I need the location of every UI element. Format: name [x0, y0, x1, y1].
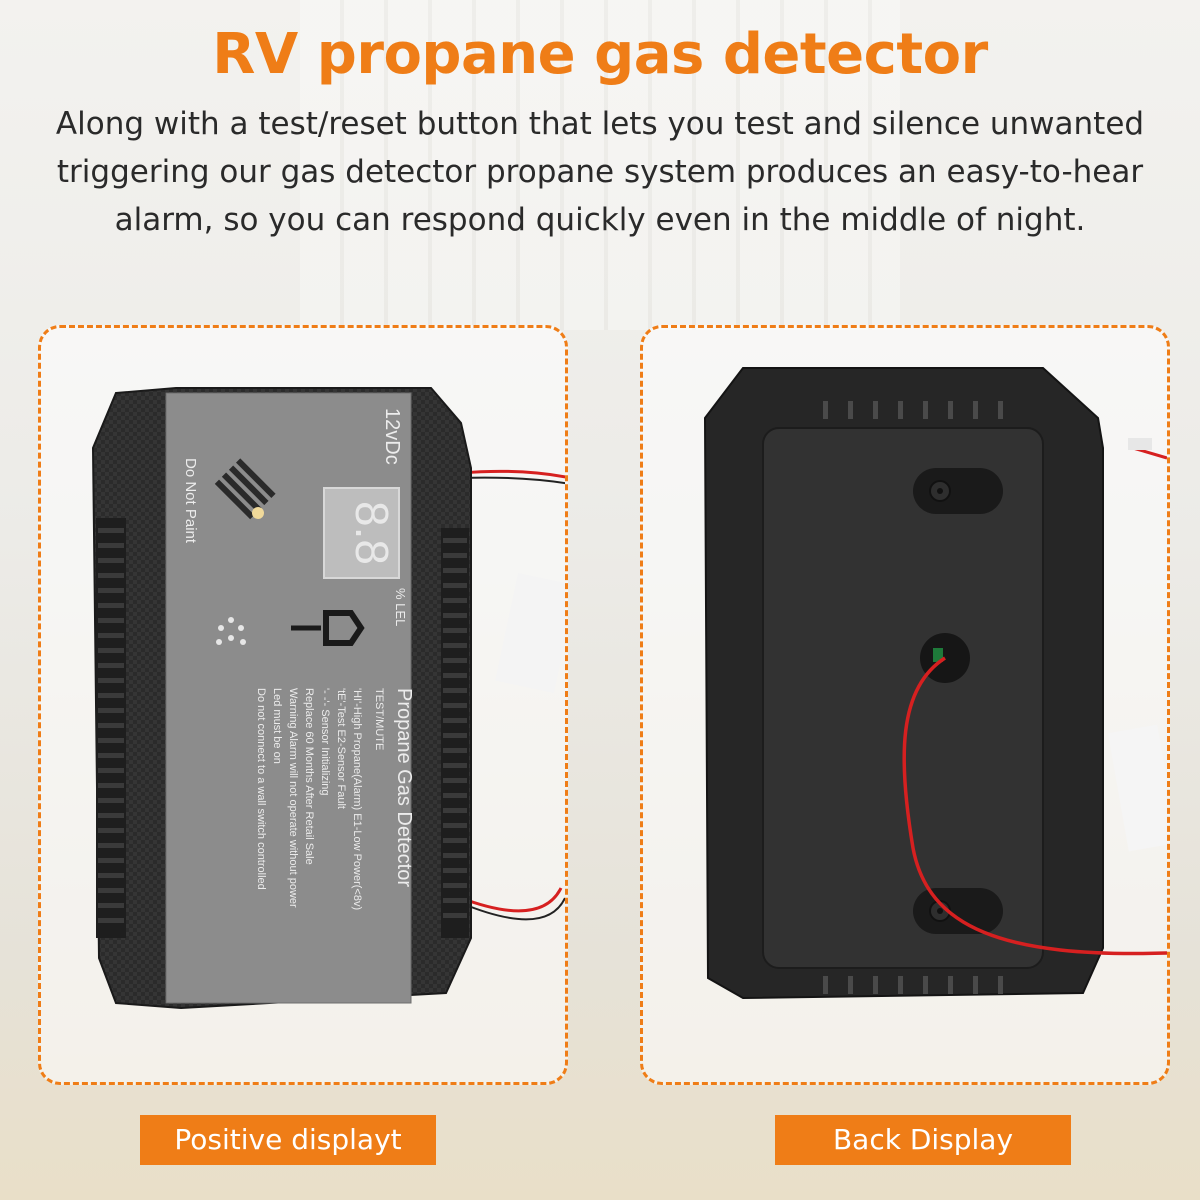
- page-description: Along with a test/reset button that lets…: [55, 106, 1145, 238]
- mount-slot-bottom: [913, 888, 1003, 934]
- mount-slot-top: [913, 468, 1003, 514]
- top-vents: [823, 401, 1003, 419]
- right-vents: [441, 528, 469, 938]
- digit-display: 8.8: [323, 487, 400, 579]
- do-not-paint-label: Do Not Paint: [182, 458, 199, 544]
- back-view-label: Back Display: [775, 1115, 1071, 1165]
- unit-label: % LEL: [393, 588, 408, 626]
- bottom-vents: [823, 976, 1003, 994]
- digit-readout: 8.8: [346, 501, 398, 565]
- front-device-illustration: 12vDc Do Not Paint 8.8 % LEL: [91, 387, 577, 1010]
- background-window: [300, 0, 900, 330]
- front-view-label: Positive displayt: [140, 1115, 436, 1165]
- sensor-light-icon: [216, 617, 246, 645]
- page-title: RV propane gas detector: [212, 22, 988, 87]
- wire-top: [460, 469, 572, 480]
- legend-line-4: Replace 60 Months After Retail Sale: [303, 688, 315, 865]
- legend-line-2: 'tE'-Test E2-Sensor Fault: [335, 688, 347, 809]
- front-view-panel: 12vDc Do Not Paint 8.8 % LEL: [38, 325, 577, 1085]
- test-mute-button[interactable]: [291, 610, 365, 646]
- legend-line-5: Warning Alarm will not operate without p…: [287, 688, 299, 908]
- legend-line-6: Led must be on: [271, 688, 283, 764]
- legend-line-1: 'HI'-High Propane(Alarm) E1-Low Power(<8…: [351, 688, 363, 910]
- led-indicator: [252, 507, 264, 519]
- product-name: Propane Gas Detector: [393, 688, 415, 887]
- back-view-panel: [640, 325, 1179, 1085]
- wire-bottom: [460, 887, 563, 913]
- voltage-label: 12vDc: [381, 408, 403, 465]
- legend-line-3: '- -'- Sensor Initializing: [319, 688, 331, 796]
- left-vents: [96, 518, 126, 938]
- power-wire: [902, 656, 1168, 956]
- back-plate: [762, 427, 1044, 969]
- back-device-illustration: [703, 367, 1179, 1000]
- legend-line-7: Do not connect to a wall switch controll…: [255, 688, 267, 890]
- speaker-grille: [214, 458, 276, 520]
- test-mute-label: TEST/MUTE: [373, 688, 385, 750]
